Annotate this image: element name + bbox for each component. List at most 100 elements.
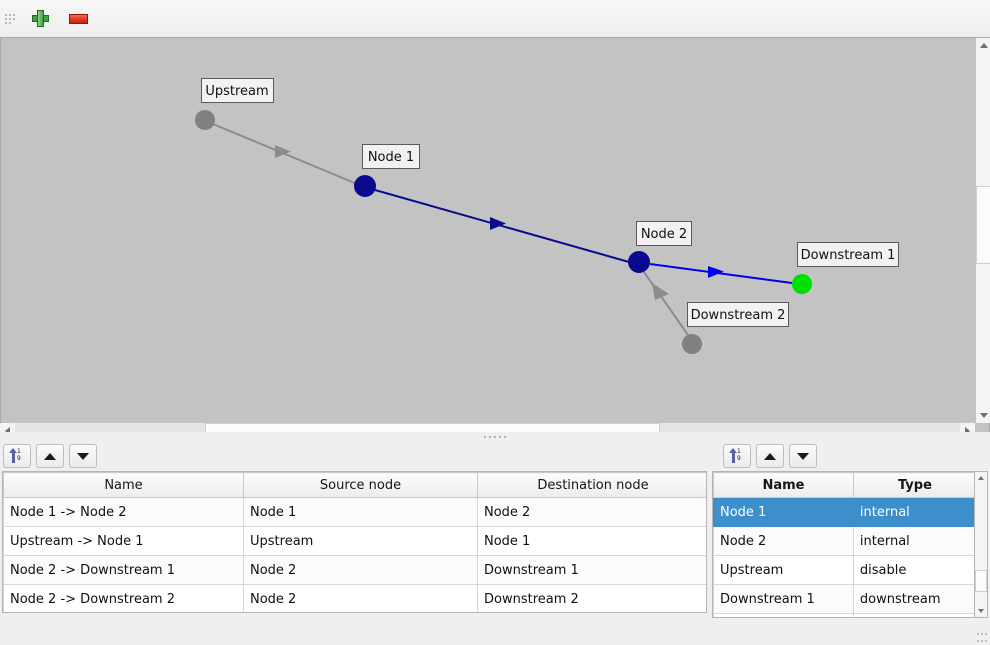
nodes-scroll-thumb[interactable] xyxy=(975,570,987,592)
nodes-table-scrollbar[interactable] xyxy=(974,471,988,618)
chevron-down-icon xyxy=(979,413,988,418)
table-row[interactable]: Upstream disable xyxy=(713,555,977,585)
edges-move-down-button[interactable] xyxy=(69,444,97,468)
graph-node-downstream2[interactable] xyxy=(682,334,702,354)
node-label-box-node1 xyxy=(362,144,420,169)
node-type: downstream xyxy=(852,584,977,614)
edge-upstream-node1[interactable] xyxy=(212,123,358,185)
minus-icon xyxy=(68,13,88,24)
table-row[interactable]: Node 2 -> Downstream 2 Node 2 Downstream… xyxy=(3,584,706,612)
edge-node2-downstream1[interactable] xyxy=(649,263,793,284)
table-row[interactable]: Downstream 1 downstream xyxy=(713,584,977,614)
arrow-up-icon xyxy=(44,452,56,460)
canvas-vertical-scrollbar[interactable] xyxy=(975,38,990,423)
node-type: internal xyxy=(852,526,977,556)
edge-destination: Downstream 2 xyxy=(477,584,706,612)
edges-table-container[interactable]: Name Source node Destination node Node 1… xyxy=(2,471,707,613)
edge-source: Upstream xyxy=(243,526,478,556)
arrow-down-icon xyxy=(77,452,89,460)
node-name: Node 2 xyxy=(713,526,854,556)
toolbar-drag-grip[interactable] xyxy=(3,9,15,29)
arrow-up-icon xyxy=(764,452,776,460)
window-resize-grip[interactable] xyxy=(975,630,987,642)
node-label-box-downstream1 xyxy=(797,242,899,267)
chevron-up-icon xyxy=(979,43,988,48)
table-row-empty[interactable] xyxy=(713,613,977,617)
node-label-node1: Node 1 xyxy=(368,150,414,165)
remove-node-button[interactable] xyxy=(63,5,93,33)
graph-node-node1[interactable] xyxy=(354,175,376,197)
edges-col-name[interactable]: Name xyxy=(3,472,244,498)
edge-destination: Node 1 xyxy=(477,526,706,556)
edge-node1-node2[interactable] xyxy=(374,189,630,263)
table-row[interactable]: Node 2 -> Downstream 1 Node 2 Downstream… xyxy=(3,555,706,585)
node-label-box-upstream xyxy=(201,78,274,103)
canvas-vertical-scroll-thumb[interactable] xyxy=(976,186,990,264)
nodes-move-down-button[interactable] xyxy=(789,444,817,468)
canvas-scroll-up-button[interactable] xyxy=(976,38,990,53)
edges-move-up-button[interactable] xyxy=(36,444,64,468)
nodes-scroll-down-button[interactable] xyxy=(975,605,987,617)
nodes-col-type[interactable]: Type xyxy=(852,472,977,498)
graph-edges xyxy=(212,123,793,336)
nodes-table-container[interactable]: Name Type Node 1 internal Node 2 interna… xyxy=(712,471,978,618)
nodes-table: Name Type Node 1 internal Node 2 interna… xyxy=(713,472,977,617)
graph-svg: Upstream Node 1 Node 2 Downstream 1 Down… xyxy=(195,78,899,354)
graph-node-labels: Upstream Node 1 Node 2 Downstream 1 Down… xyxy=(201,78,899,327)
node-label-downstream1: Downstream 1 xyxy=(801,248,896,263)
edge-source: Node 2 xyxy=(243,555,478,585)
nodes-col-name[interactable]: Name xyxy=(713,472,854,498)
edge-name: Node 1 -> Node 2 xyxy=(3,497,244,527)
edge-source: Node 2 xyxy=(243,584,478,612)
chevron-right-icon xyxy=(965,426,970,435)
graph-canvas[interactable]: Upstream Node 1 Node 2 Downstream 1 Down… xyxy=(0,37,990,439)
table-row[interactable]: Node 1 -> Node 2 Node 1 Node 2 xyxy=(3,497,706,527)
nodes-move-up-button[interactable] xyxy=(756,444,784,468)
chevron-up-icon xyxy=(978,476,984,480)
node-label-downstream2: Downstream 2 xyxy=(691,308,786,323)
edge-node1-node2-arrow xyxy=(490,217,506,230)
edge-source: Node 1 xyxy=(243,497,478,527)
nodes-table-header-row: Name Type xyxy=(713,472,977,498)
edge-node2-downstream2[interactable] xyxy=(643,271,689,336)
add-node-button[interactable] xyxy=(25,5,55,33)
empty-cell xyxy=(713,613,854,617)
nodes-scrollbar-track[interactable] xyxy=(974,471,988,618)
graph-node-upstream[interactable] xyxy=(195,110,215,130)
canvas-scroll-down-button[interactable] xyxy=(976,408,990,423)
edges-table-header-row: Name Source node Destination node xyxy=(3,472,706,498)
edges-col-destination[interactable]: Destination node xyxy=(477,472,706,498)
node-label-upstream: Upstream xyxy=(205,84,268,99)
table-row[interactable]: Node 2 internal xyxy=(713,526,977,556)
graph-node-node2[interactable] xyxy=(628,251,650,273)
chevron-down-icon xyxy=(978,609,984,613)
graph-node-downstream1[interactable] xyxy=(792,274,812,294)
edges-col-source[interactable]: Source node xyxy=(243,472,478,498)
edge-name: Node 2 -> Downstream 2 xyxy=(3,584,244,612)
table-row[interactable]: Node 1 internal xyxy=(713,497,977,527)
edges-table: Name Source node Destination node Node 1… xyxy=(3,472,706,612)
node-name: Upstream xyxy=(713,555,854,585)
edge-node2-downstream1-arrow xyxy=(708,266,724,278)
main-toolbar xyxy=(0,0,990,38)
node-label-box-downstream2 xyxy=(687,302,789,327)
edge-name: Upstream -> Node 1 xyxy=(3,526,244,556)
edge-node2-downstream2-arrow xyxy=(652,283,669,300)
pane-splitter[interactable] xyxy=(0,432,990,441)
chevron-left-icon xyxy=(5,426,10,435)
node-name: Node 1 xyxy=(713,497,854,527)
empty-cell xyxy=(852,613,977,617)
nodes-scroll-up-button[interactable] xyxy=(975,472,987,484)
table-row[interactable]: Upstream -> Node 1 Upstream Node 1 xyxy=(3,526,706,556)
edge-upstream-node1-arrow xyxy=(275,145,291,158)
edge-destination: Node 2 xyxy=(477,497,706,527)
plus-icon xyxy=(31,10,49,27)
